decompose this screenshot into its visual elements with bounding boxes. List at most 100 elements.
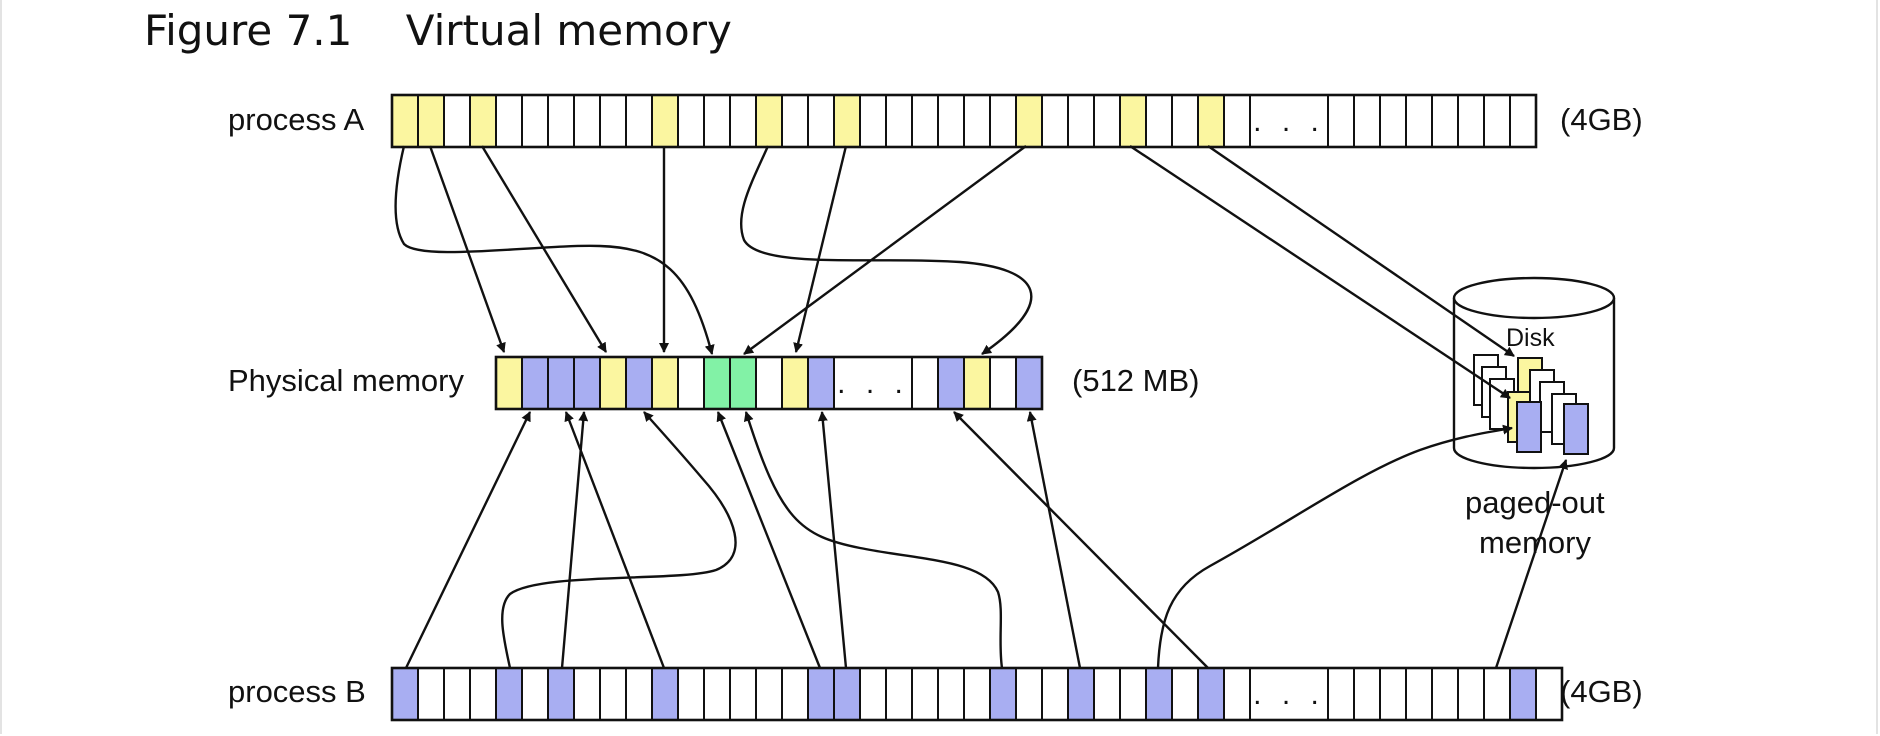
- empty-page: [807, 94, 835, 148]
- ellipsis-text: . . .: [837, 367, 909, 400]
- mapping-arrow: [560, 411, 589, 669]
- empty-page: [495, 94, 523, 148]
- empty-page: [1171, 667, 1199, 721]
- empty-page: [1379, 667, 1407, 721]
- mapped-page: [469, 94, 497, 148]
- strip-frame: [494, 355, 1044, 411]
- process-b-mappings: [404, 411, 1568, 669]
- empty-page: [989, 356, 1017, 410]
- empty-page: [963, 667, 991, 721]
- empty-page: [703, 94, 731, 148]
- mapped-page: [781, 356, 809, 410]
- mapped-page: [495, 356, 523, 410]
- empty-page: [1535, 667, 1563, 721]
- empty-page: [937, 667, 965, 721]
- empty-page: [859, 94, 887, 148]
- empty-page: [963, 94, 991, 148]
- empty-page: [1379, 94, 1407, 148]
- empty-page: [625, 94, 653, 148]
- mapping-arrow: [394, 145, 715, 355]
- ellipsis-text: . . .: [1253, 105, 1325, 138]
- mapped-page: [1145, 667, 1173, 721]
- empty-page: [1015, 667, 1043, 721]
- mapped-page: [651, 356, 679, 410]
- empty-page: [1431, 94, 1459, 148]
- empty-page: [1483, 667, 1511, 721]
- mapping-arrow: [428, 145, 506, 353]
- empty-page: [755, 667, 783, 721]
- mapping-arrow: [817, 411, 848, 669]
- empty-page: [1093, 667, 1121, 721]
- mapped-page: [391, 667, 419, 721]
- empty-page: [1457, 94, 1485, 148]
- physical-memory-label: Physical memory: [228, 363, 464, 398]
- mapped-page: [1197, 667, 1225, 721]
- process-a-size: (4GB): [1560, 102, 1643, 137]
- strip-frame: [390, 666, 1564, 722]
- empty-page: [1405, 94, 1433, 148]
- mapping-arrow: [564, 411, 666, 669]
- empty-page: [1223, 667, 1251, 721]
- empty-page: [1431, 667, 1459, 721]
- mapped-page: [1509, 667, 1537, 721]
- mapping-arrow: [480, 145, 608, 353]
- mapped-page: [989, 667, 1017, 721]
- empty-page: [1171, 94, 1199, 148]
- process-a-mappings: [394, 144, 1515, 400]
- mapping-arrow: [743, 411, 1004, 669]
- empty-page: [781, 94, 809, 148]
- empty-page: [1041, 94, 1069, 148]
- empty-page: [1223, 94, 1251, 148]
- paged-out-pages: [1473, 354, 1589, 455]
- paged-out-page: [1563, 403, 1589, 455]
- mapped-page: [417, 94, 445, 148]
- process-a-label: process A: [228, 102, 364, 137]
- empty-page: [443, 94, 471, 148]
- empty-page: [521, 94, 549, 148]
- process-a-page-strip: . . .: [390, 93, 1538, 149]
- process-b-size: (4GB): [1560, 674, 1643, 709]
- empty-page: [469, 667, 497, 721]
- empty-page: [573, 94, 601, 148]
- figure-title: Figure 7.1 Virtual memory: [144, 6, 732, 55]
- mapping-arrow: [739, 145, 1033, 355]
- mapping-arrow: [404, 411, 532, 669]
- mapped-page: [1067, 667, 1095, 721]
- mapping-arrow: [743, 145, 1027, 355]
- mapping-arrow: [953, 411, 1209, 669]
- empty-page: [911, 356, 939, 410]
- mapped-page: [547, 667, 575, 721]
- empty-page: [1509, 94, 1537, 148]
- empty-page: [599, 667, 627, 721]
- mapping-arrow: [1207, 145, 1515, 357]
- paged-out-page: [1516, 401, 1542, 453]
- mapped-page: [833, 94, 861, 148]
- empty-page: [599, 94, 627, 148]
- shared-page: [729, 356, 757, 410]
- empty-page: [937, 94, 965, 148]
- physical-memory-page-strip: . . .: [494, 355, 1044, 411]
- mapped-page: [1015, 356, 1043, 410]
- mapping-arrow: [1026, 411, 1082, 669]
- mapping-arrow: [1129, 144, 1511, 400]
- empty-page: [885, 94, 913, 148]
- mapped-page: [807, 356, 835, 410]
- mapped-page: [651, 667, 679, 721]
- mapped-page: [963, 356, 991, 410]
- mapped-page: [547, 356, 575, 410]
- mapped-page: [1119, 94, 1147, 148]
- empty-page: [729, 667, 757, 721]
- shared-page: [703, 356, 731, 410]
- mapped-page: [495, 667, 523, 721]
- empty-page: [1119, 667, 1147, 721]
- empty-page: [677, 356, 705, 410]
- mapped-page: [833, 667, 861, 721]
- mapped-page: [937, 356, 965, 410]
- empty-page: [703, 667, 731, 721]
- empty-page: [1353, 94, 1381, 148]
- empty-page: [911, 667, 939, 721]
- strip-frame: [390, 93, 1538, 149]
- mapped-page: [521, 356, 549, 410]
- mapping-arrow: [1494, 459, 1568, 669]
